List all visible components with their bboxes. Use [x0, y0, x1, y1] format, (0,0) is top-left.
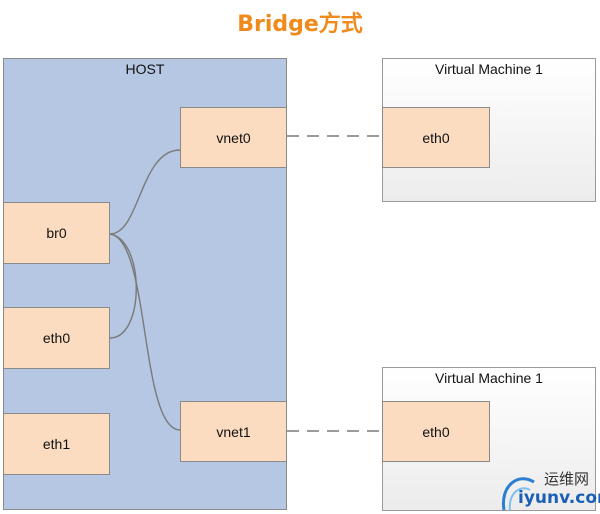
host-label: HOST [125, 61, 165, 77]
wire-br0-vnet0 [109, 149, 181, 235]
diagram-title: Bridge方式 [237, 12, 363, 37]
vm-2-label: Virtual Machine 1 [435, 370, 543, 386]
node-br0: br0 [3, 202, 110, 264]
node-eth0: eth0 [3, 307, 110, 369]
node-vnet0: vnet0 [180, 107, 287, 168]
vm-1-label: Virtual Machine 1 [435, 61, 543, 77]
node-vnet1: vnet1 [180, 401, 287, 462]
watermark-logo-icon [501, 477, 535, 511]
wire-br0-eth0 [109, 233, 137, 339]
wire-br0-vnet1 [109, 233, 181, 431]
vm-2-nic-eth0: eth0 [382, 401, 490, 462]
vm-1-nic-eth0: eth0 [382, 107, 490, 168]
watermark-text-cn: 运维网 [544, 470, 590, 488]
node-eth1: eth1 [3, 413, 110, 475]
watermark-text-domain: iyunv.com [518, 488, 600, 508]
